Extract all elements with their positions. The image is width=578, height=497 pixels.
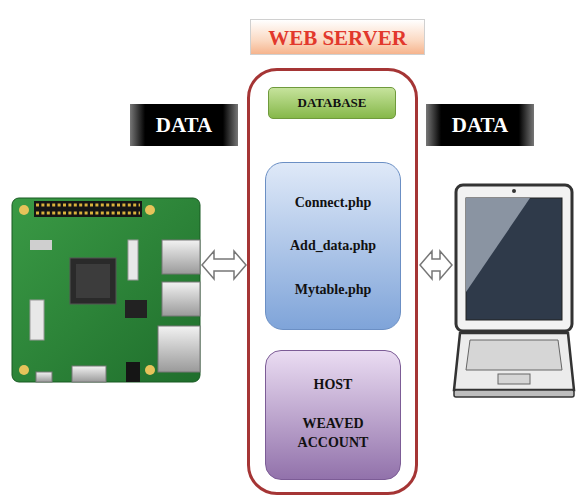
laptop-screen: [466, 198, 562, 320]
laptop-camera: [512, 189, 516, 193]
laptop-base: [454, 333, 574, 390]
mount-hole: [145, 205, 155, 215]
laptop-front: [454, 390, 574, 397]
heading-title: WEB SERVER: [250, 19, 425, 55]
box-label: Add_data.php: [290, 238, 376, 254]
camera-connector: [128, 240, 138, 280]
component: [30, 240, 52, 250]
keyboard: [466, 340, 562, 370]
box-label: Mytable.php: [295, 282, 372, 298]
data-label-box: DATA: [130, 104, 238, 146]
soc-chip: [70, 258, 116, 304]
box-label: Connect.php: [295, 195, 372, 211]
data-label: DATA: [452, 113, 508, 138]
ethernet-port: [158, 326, 200, 372]
screen-glare: [466, 198, 530, 292]
audio-jack: [126, 362, 140, 382]
gpio-pins: [36, 212, 140, 215]
usb-port: [162, 282, 200, 316]
mount-hole: [19, 365, 29, 375]
hdmi-port: [72, 366, 106, 382]
double-arrow: [420, 251, 452, 279]
php-files-box: Connect.phpAdd_data.phpMytable.php: [265, 162, 401, 330]
database-box: DATABASE: [268, 87, 396, 119]
pcb-board: [12, 198, 200, 382]
laptop-lid: [456, 185, 572, 331]
data-label: DATA: [156, 113, 212, 138]
double-arrow: [202, 251, 246, 279]
mount-hole: [19, 205, 29, 215]
server-container: WEB SERVERDATABASEConnect.phpAdd_data.ph…: [247, 68, 418, 495]
power-port: [36, 372, 52, 382]
mount-hole: [145, 365, 155, 375]
usb-port: [162, 240, 200, 274]
laptop: [454, 185, 574, 397]
box-label: WEAVED ACCOUNT: [288, 415, 378, 453]
display-connector: [30, 300, 44, 340]
touchpad: [498, 374, 530, 384]
raspberry-pi: [12, 198, 200, 382]
box-label: DATABASE: [298, 95, 367, 111]
data-label-box: DATA: [426, 104, 534, 146]
host-box: HOST WEAVED ACCOUNT: [265, 350, 401, 480]
gpio-header: [34, 201, 142, 217]
lan-chip: [125, 300, 147, 318]
soc-chip-top: [76, 264, 110, 298]
box-label: HOST: [314, 377, 353, 393]
gpio-pins: [36, 204, 140, 207]
